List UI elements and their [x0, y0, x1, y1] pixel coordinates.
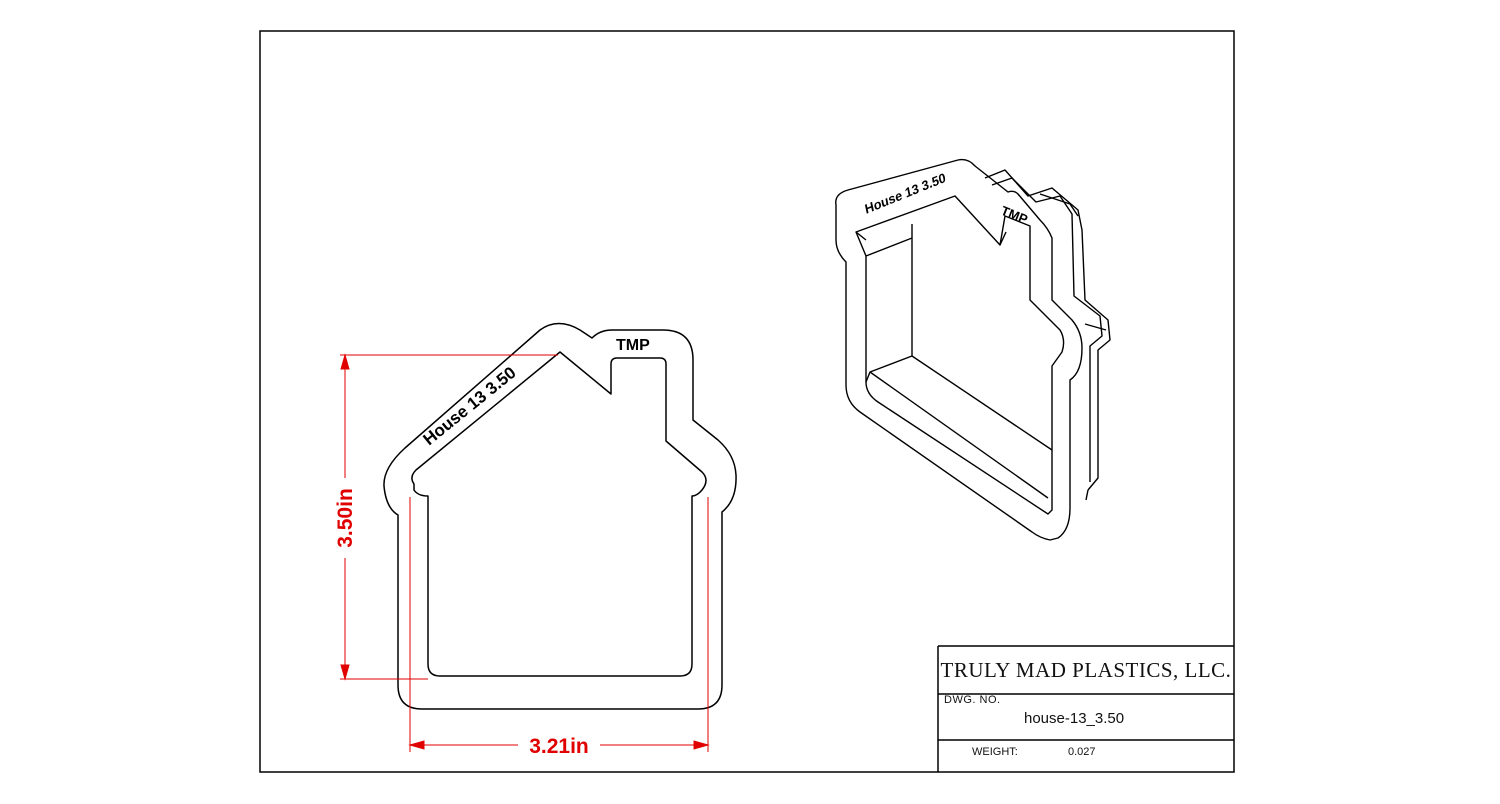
front-logo-text: TMP [616, 337, 650, 354]
iso-engraving-name: House 13 3.50 [863, 170, 947, 217]
iso-outer-outline [835, 158, 1083, 541]
drawing-number-value: house-13_3.50 [1024, 710, 1125, 727]
iso-inner-outline [855, 195, 1065, 515]
height-dimension-label: 3.50in [334, 488, 357, 548]
weight-label: WEIGHT: [972, 746, 1018, 758]
sheet-border [259, 30, 1235, 773]
isometric-view-cutter [835, 158, 1111, 541]
title-block [937, 645, 1234, 772]
dimension-lines [340, 353, 710, 752]
drawing-number-label: DWG. NO. [944, 694, 1001, 706]
width-dimension-label: 3.21in [529, 735, 589, 758]
front-view-cutter [383, 322, 737, 710]
company-name: TRULY MAD PLASTICS, LLC. [940, 657, 1232, 682]
cutter-outer-outline [383, 322, 737, 710]
cutter-inner-outline [411, 351, 707, 677]
front-engraving-name: House 13 3.50 [420, 363, 520, 449]
weight-value: 0.027 [1068, 746, 1096, 758]
